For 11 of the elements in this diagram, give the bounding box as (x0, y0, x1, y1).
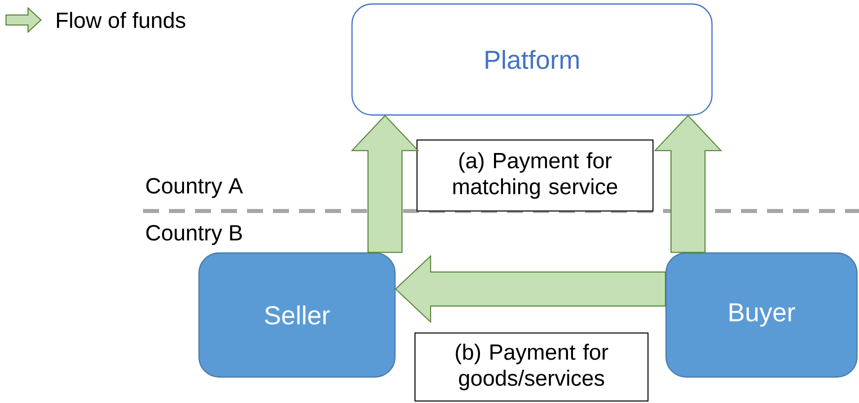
note-box: (a) Payment for matching service (416, 140, 654, 212)
process-box: Buyer (665, 252, 858, 378)
block-arrow (654, 114, 722, 253)
legend-text: Flow of funds (57, 12, 186, 28)
process-box: Seller (198, 252, 396, 378)
region-label: Country B (146, 225, 242, 245)
process-box: Platform (351, 3, 713, 116)
block-arrow (350, 114, 420, 253)
block-arrow (394, 254, 666, 324)
note-box: (b) Payment for goods/services (414, 332, 648, 402)
region-label: Country A (146, 178, 243, 198)
